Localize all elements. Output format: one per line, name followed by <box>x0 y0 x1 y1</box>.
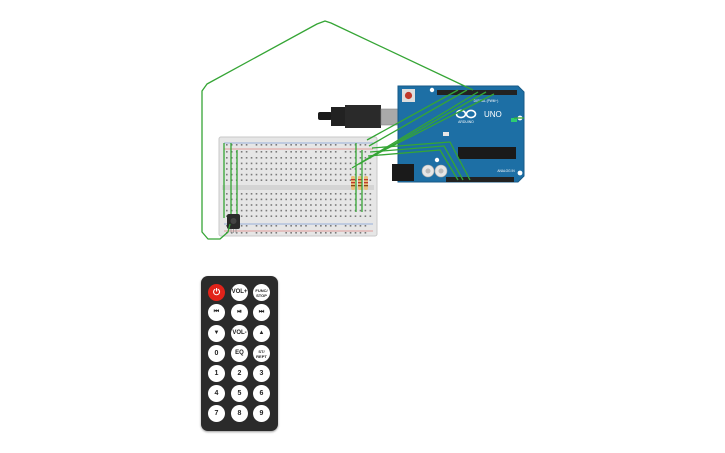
mounting-hole <box>434 157 440 163</box>
wire-pin-2[interactable] <box>368 89 468 147</box>
capacitor-top <box>438 168 444 174</box>
arduino-uno[interactable]: DIGITAL (PWM~) ARDUINO UNO ANALOG IN <box>392 85 525 183</box>
mounting-hole <box>429 87 435 93</box>
digit-5-button[interactable]: 5 <box>231 385 248 402</box>
arduino-logo-right <box>465 109 477 119</box>
digit-3-button[interactable]: 3 <box>253 365 270 382</box>
prev-button[interactable]: ⏮ <box>208 304 225 321</box>
digit-9-button[interactable]: 9 <box>253 405 270 422</box>
resistor-2[interactable] <box>358 176 362 190</box>
digital-label: DIGITAL (PWM~) <box>474 99 499 103</box>
next-button[interactable]: ⏭ <box>253 304 270 321</box>
atmega-chip <box>458 147 516 159</box>
resistor-1[interactable] <box>351 176 355 190</box>
digit-0-button[interactable]: 0 <box>208 345 225 362</box>
vol-up-button[interactable]: VOL+ <box>231 284 248 301</box>
wire-long-loop[interactable] <box>201 20 474 240</box>
led-indicator <box>443 132 449 136</box>
arduino-brand: ARDUINO <box>458 120 474 124</box>
wires[interactable] <box>201 20 524 240</box>
capacitor-top <box>425 168 431 174</box>
wire-power-1[interactable] <box>369 145 464 181</box>
up-button[interactable]: ▲ <box>253 325 270 342</box>
vol-down-button[interactable]: VOL- <box>231 325 248 342</box>
eq-button[interactable]: EQ <box>231 345 248 362</box>
down-button[interactable]: ▼ <box>208 325 225 342</box>
digit-4-button[interactable]: 4 <box>208 385 225 402</box>
power-button[interactable]: ⏻ <box>208 284 225 301</box>
func-stop-button[interactable]: FUNC/ STOP <box>253 284 270 301</box>
arduino-model: UNO <box>484 110 502 119</box>
st-rept-button[interactable]: ST/ REPT <box>253 345 270 362</box>
wire-power-2[interactable] <box>371 141 471 181</box>
on-led <box>511 118 517 122</box>
mounting-hole <box>517 170 523 176</box>
wire-power-3[interactable] <box>367 149 459 181</box>
digit-2-button[interactable]: 2 <box>231 365 248 382</box>
digit-7-button[interactable]: 7 <box>208 405 225 422</box>
digit-6-button[interactable]: 6 <box>253 385 270 402</box>
digit-1-button[interactable]: 1 <box>208 365 225 382</box>
reset-button-cap[interactable] <box>404 91 413 100</box>
wire-pin-1[interactable] <box>366 89 459 141</box>
power-jack[interactable] <box>392 164 414 181</box>
wire-pin-5[interactable] <box>364 93 495 161</box>
analog-label: ANALOG IN <box>497 169 515 173</box>
power-analog-header[interactable] <box>446 177 514 182</box>
play-pause-button[interactable]: ⏯ <box>231 304 248 321</box>
center-channel <box>222 185 374 190</box>
digit-8-button[interactable]: 8 <box>231 405 248 422</box>
resistor-3[interactable] <box>364 176 368 190</box>
